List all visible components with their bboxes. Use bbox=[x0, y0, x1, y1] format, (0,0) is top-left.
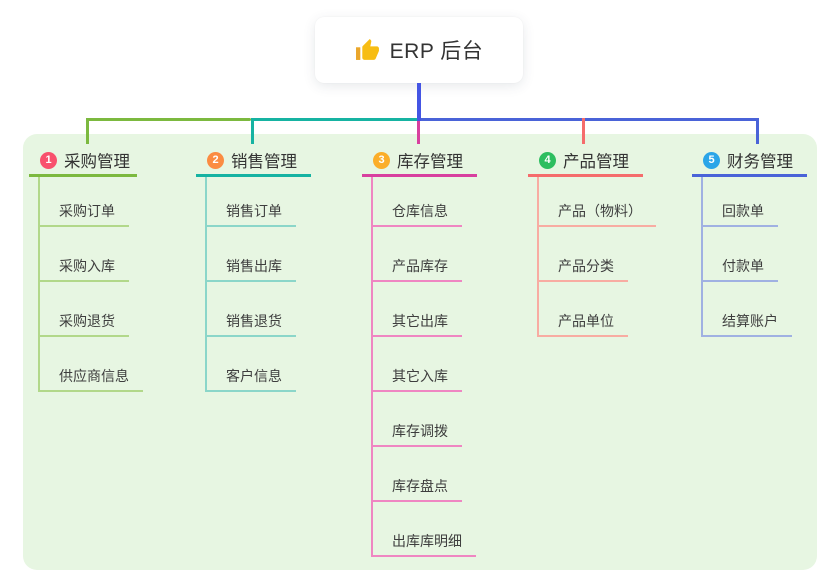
connector-drop-line-3 bbox=[417, 121, 420, 144]
root-title: ERP 后台 bbox=[389, 40, 484, 63]
connector-horizontal-line bbox=[417, 118, 759, 121]
connector-drop-line-2 bbox=[251, 118, 254, 144]
branch-title: 库存管理 bbox=[397, 153, 463, 171]
child-item-label: 销售出库 bbox=[226, 258, 282, 274]
child-item[interactable]: 其它入库 bbox=[373, 337, 462, 392]
child-item[interactable]: 产品单位 bbox=[539, 282, 628, 337]
child-item-label: 库存调拨 bbox=[392, 423, 448, 439]
branches-panel bbox=[23, 134, 817, 570]
branch-children: 产品（物料） 产品分类 产品单位 bbox=[537, 177, 656, 337]
child-item-label: 产品（物料） bbox=[558, 203, 642, 219]
child-item-label: 采购订单 bbox=[59, 203, 115, 219]
branch-number-badge: 1 bbox=[40, 151, 57, 169]
branch-header[interactable]: 1 采购管理 bbox=[29, 146, 137, 177]
connector-horizontal-line bbox=[86, 118, 251, 121]
child-item[interactable]: 付款单 bbox=[703, 227, 778, 282]
child-item-label: 采购退货 bbox=[59, 313, 115, 329]
child-item[interactable]: 销售出库 bbox=[207, 227, 296, 282]
child-item-label: 产品库存 bbox=[392, 258, 448, 274]
child-item[interactable]: 产品分类 bbox=[539, 227, 628, 282]
child-item-label: 销售订单 bbox=[226, 203, 282, 219]
branch-title: 财务管理 bbox=[727, 153, 793, 171]
child-item-label: 仓库信息 bbox=[392, 203, 448, 219]
branch-number-badge: 2 bbox=[207, 151, 224, 169]
branch-title: 产品管理 bbox=[563, 153, 629, 171]
branch-header[interactable]: 5 财务管理 bbox=[692, 146, 807, 177]
child-item[interactable]: 其它出库 bbox=[373, 282, 462, 337]
child-item[interactable]: 仓库信息 bbox=[373, 177, 462, 227]
child-item[interactable]: 出库库明细 bbox=[373, 502, 476, 557]
child-item[interactable]: 供应商信息 bbox=[40, 337, 143, 392]
child-item-label: 其它入库 bbox=[392, 368, 448, 384]
branch-number-badge: 4 bbox=[539, 151, 556, 169]
branch-1: 1 采购管理 采购订单 采购入库 采购退货 供应商信息 bbox=[29, 146, 143, 392]
branch-header[interactable]: 4 产品管理 bbox=[528, 146, 643, 177]
child-item[interactable]: 产品（物料） bbox=[539, 177, 656, 227]
branch-header[interactable]: 2 销售管理 bbox=[196, 146, 311, 177]
child-item-label: 付款单 bbox=[722, 258, 764, 274]
branch-header[interactable]: 3 库存管理 bbox=[362, 146, 477, 177]
branch-4: 4 产品管理 产品（物料） 产品分类 产品单位 bbox=[528, 146, 656, 337]
child-item[interactable]: 采购入库 bbox=[40, 227, 129, 282]
branch-2: 2 销售管理 销售订单 销售出库 销售退货 客户信息 bbox=[196, 146, 311, 392]
branch-number-badge: 3 bbox=[373, 151, 390, 169]
connector-horizontal-line bbox=[251, 118, 418, 121]
child-item[interactable]: 销售退货 bbox=[207, 282, 296, 337]
child-item[interactable]: 产品库存 bbox=[373, 227, 462, 282]
child-item-label: 产品分类 bbox=[558, 258, 614, 274]
child-item-label: 出库库明细 bbox=[392, 533, 462, 549]
connector-drop-line-5 bbox=[756, 118, 759, 144]
child-item[interactable]: 库存调拨 bbox=[373, 392, 462, 447]
branch-title: 销售管理 bbox=[231, 153, 297, 171]
child-item[interactable]: 销售订单 bbox=[207, 177, 296, 227]
child-item-label: 销售退货 bbox=[226, 313, 282, 329]
thumbs-up-icon bbox=[355, 38, 380, 63]
root-node[interactable]: ERP 后台 bbox=[315, 17, 523, 83]
branch-number-badge: 5 bbox=[703, 151, 720, 169]
child-item-label: 结算账户 bbox=[722, 313, 778, 329]
child-item[interactable]: 客户信息 bbox=[207, 337, 296, 392]
child-item[interactable]: 采购订单 bbox=[40, 177, 129, 227]
child-item-label: 采购入库 bbox=[59, 258, 115, 274]
child-item-label: 产品单位 bbox=[558, 313, 614, 329]
child-item-label: 客户信息 bbox=[226, 368, 282, 384]
branch-children: 采购订单 采购入库 采购退货 供应商信息 bbox=[38, 177, 143, 392]
child-item-label: 其它出库 bbox=[392, 313, 448, 329]
child-item-label: 回款单 bbox=[722, 203, 764, 219]
child-item-label: 库存盘点 bbox=[392, 478, 448, 494]
child-item-label: 供应商信息 bbox=[59, 368, 129, 384]
branch-children: 销售订单 销售出库 销售退货 客户信息 bbox=[205, 177, 296, 392]
child-item[interactable]: 回款单 bbox=[703, 177, 778, 227]
child-item[interactable]: 库存盘点 bbox=[373, 447, 462, 502]
root-connector-line bbox=[417, 83, 421, 121]
branch-3: 3 库存管理 仓库信息 产品库存 其它出库 其它入库 库存调拨 库存盘点 出库库… bbox=[362, 146, 477, 557]
child-item[interactable]: 采购退货 bbox=[40, 282, 129, 337]
branch-5: 5 财务管理 回款单 付款单 结算账户 bbox=[692, 146, 807, 337]
branch-children: 回款单 付款单 结算账户 bbox=[701, 177, 792, 337]
branch-children: 仓库信息 产品库存 其它出库 其它入库 库存调拨 库存盘点 出库库明细 bbox=[371, 177, 476, 557]
branch-title: 采购管理 bbox=[64, 153, 130, 171]
connector-drop-line-4 bbox=[582, 118, 585, 144]
child-item[interactable]: 结算账户 bbox=[703, 282, 792, 337]
connector-drop-line-1 bbox=[86, 118, 89, 144]
